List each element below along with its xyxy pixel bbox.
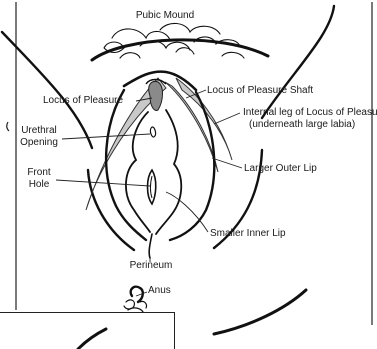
- leader-front-hole: [56, 180, 150, 186]
- perineum-line: [149, 234, 152, 258]
- left-tick-mark: [7, 122, 9, 131]
- locus-of-pleasure-shape: [149, 82, 163, 111]
- larger-outer-lip-label: Larger Outer Lip: [244, 163, 317, 175]
- smaller-inner-lip-left: [126, 112, 150, 232]
- front-hole-mark: [148, 170, 156, 204]
- anus-illustration: [124, 287, 147, 314]
- front-hole-label-line1: Front: [22, 167, 56, 179]
- lower-left-contour: [88, 170, 134, 250]
- locus-shaft-label: Locus of Pleasure Shaft: [207, 85, 313, 97]
- overlay-buttock-curve: [78, 329, 106, 349]
- internal-leg-label-line1: Internal leg of Locus of Pleasure: [243, 107, 377, 119]
- anus-label: Anus: [148, 285, 171, 297]
- front-hole-inner-curve: [151, 176, 153, 198]
- overlay-panel: [0, 312, 175, 349]
- overlay-panel-drawing: [0, 313, 174, 349]
- lower-right-buttock: [214, 290, 306, 334]
- smaller-inner-lip-label: Smaller Inner Lip: [210, 228, 286, 240]
- pubic-mound-illustration: [92, 23, 268, 60]
- perineum-label: Perineum: [122, 260, 180, 272]
- urethral-label-line2: Opening: [16, 137, 62, 149]
- urethral-opening-mark: [150, 127, 155, 137]
- locus-of-pleasure-label: Locus of Pleasure: [43, 95, 123, 107]
- leader-urethral: [62, 134, 150, 139]
- urethral-label-line1: Urethral: [16, 125, 62, 137]
- pubic-mound-label: Pubic Mound: [120, 10, 210, 22]
- smaller-inner-lip-right: [156, 110, 181, 234]
- leader-internal-leg: [214, 113, 240, 124]
- right-thigh-contour: [262, 6, 334, 118]
- front-hole-label-line2: Hole: [22, 179, 56, 191]
- leader-smaller-inner-lip: [166, 192, 208, 232]
- internal-leg-label-line2: (underneath large labia): [249, 119, 355, 131]
